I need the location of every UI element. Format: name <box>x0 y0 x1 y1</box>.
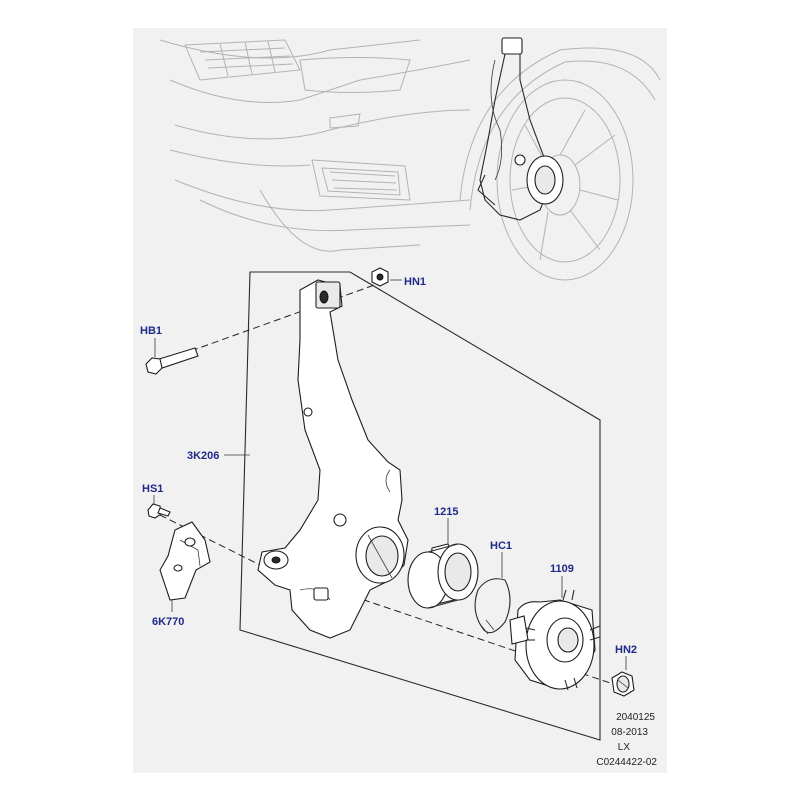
installed-knuckle-sketch <box>477 37 564 221</box>
bolt-hb1[interactable] <box>145 347 199 375</box>
footer-date: 08-2013 <box>611 727 648 738</box>
axis-bolt-hb1 <box>159 282 381 363</box>
footer-ref-number: 2040125 <box>616 712 655 723</box>
callout-hn2: HN2 <box>615 644 637 656</box>
callout-6k770: 6K770 <box>152 616 184 628</box>
screw-hs1[interactable] <box>147 503 171 519</box>
callout-hc1: HC1 <box>490 540 512 552</box>
footer-illustration-id: C0244422-02 <box>596 757 657 768</box>
nut-hn2[interactable] <box>611 671 635 697</box>
callout-hs1: HS1 <box>142 483 163 495</box>
footer-model-code: LX <box>618 742 631 753</box>
callout-hb1: HB1 <box>140 325 162 337</box>
callout-1109: 1109 <box>550 563 574 575</box>
steering-knuckle-3k206[interactable] <box>257 279 409 639</box>
wheel-bearing-1215[interactable] <box>407 543 479 609</box>
circlip-hc1[interactable] <box>474 578 511 635</box>
nut-hn1[interactable] <box>371 267 389 287</box>
wheel-hub-1109[interactable] <box>509 589 601 691</box>
vehicle-context-sketch <box>159 39 661 281</box>
callout-hn1: HN1 <box>404 276 426 288</box>
callout-1215: 1215 <box>434 506 458 518</box>
axis-bracket <box>149 509 271 571</box>
bracket-6k770[interactable] <box>159 521 211 601</box>
assembly-boundary <box>239 271 601 741</box>
callout-3k206: 3K206 <box>187 450 219 462</box>
